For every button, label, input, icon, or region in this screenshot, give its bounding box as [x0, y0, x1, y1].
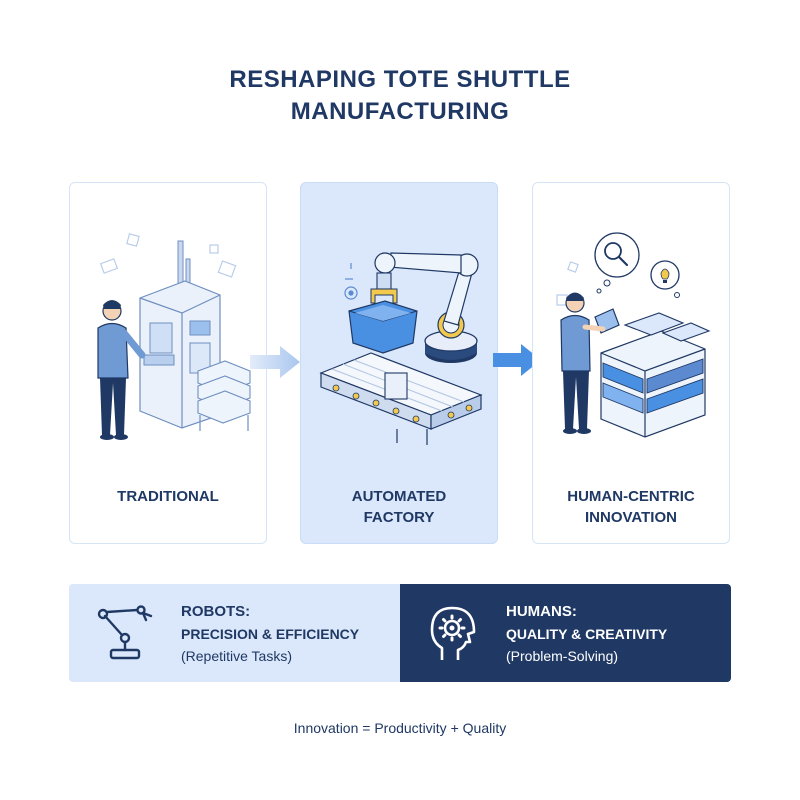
robots-section: ROBOTS: PRECISION & EFFICIENCY (Repetiti…	[69, 584, 400, 682]
innovation-formula: Innovation = Productivity + Quality	[293, 720, 507, 736]
humans-heading: HUMANS:	[506, 603, 577, 620]
robots-heading: ROBOTS:	[181, 603, 251, 620]
stage-traditional-panel: TRADITIONAL	[69, 182, 267, 544]
progress-arrow-icon	[250, 346, 300, 378]
stage-automated-label: AUTOMATED FACTORY	[301, 486, 497, 528]
stage-label-line-1: TRADITIONAL	[117, 488, 219, 505]
stage-traditional-label: TRADITIONAL	[70, 486, 266, 507]
title-line-2: MANUFACTURING	[290, 98, 510, 125]
head-gear-icon	[430, 606, 476, 660]
stage-label-line-2: FACTORY	[363, 509, 435, 526]
stage-label-line-1: HUMAN-CENTRIC	[567, 488, 695, 505]
humans-note: (Problem-Solving)	[506, 648, 619, 664]
robots-subheading: PRECISION & EFFICIENCY	[181, 626, 360, 642]
traditional-illustration	[97, 233, 251, 440]
humans-section: HUMANS: QUALITY & CREATIVITY (Problem-So…	[400, 584, 731, 682]
stage-human-centric-panel: HUMAN-CENTRIC INNOVATION	[532, 182, 730, 544]
humans-subheading: QUALITY & CREATIVITY	[506, 626, 668, 642]
automated-factory-illustration	[319, 252, 483, 445]
progress-arrow-icon	[493, 344, 541, 376]
stage-label-line-2: INNOVATION	[585, 509, 677, 526]
robots-note: (Repetitive Tasks)	[181, 648, 293, 664]
stage-automated-panel: AUTOMATED FACTORY	[300, 182, 498, 544]
robots-humans-comparison: ROBOTS: PRECISION & EFFICIENCY (Repetiti…	[69, 584, 731, 682]
stage-human-centric-label: HUMAN-CENTRIC INNOVATION	[533, 486, 729, 528]
human-centric-illustration	[556, 232, 711, 438]
page-title: RESHAPING TOTE SHUTTLE MANUFACTURING	[0, 64, 800, 128]
stage-label-line-1: AUTOMATED	[351, 488, 447, 505]
robots-text: ROBOTS: PRECISION & EFFICIENCY (Repetiti…	[181, 602, 359, 666]
title-line-1: RESHAPING TOTE SHUTTLE	[229, 66, 571, 93]
robot-arm-icon	[97, 605, 153, 660]
humans-text: HUMANS: QUALITY & CREATIVITY (Problem-So…	[506, 602, 667, 666]
